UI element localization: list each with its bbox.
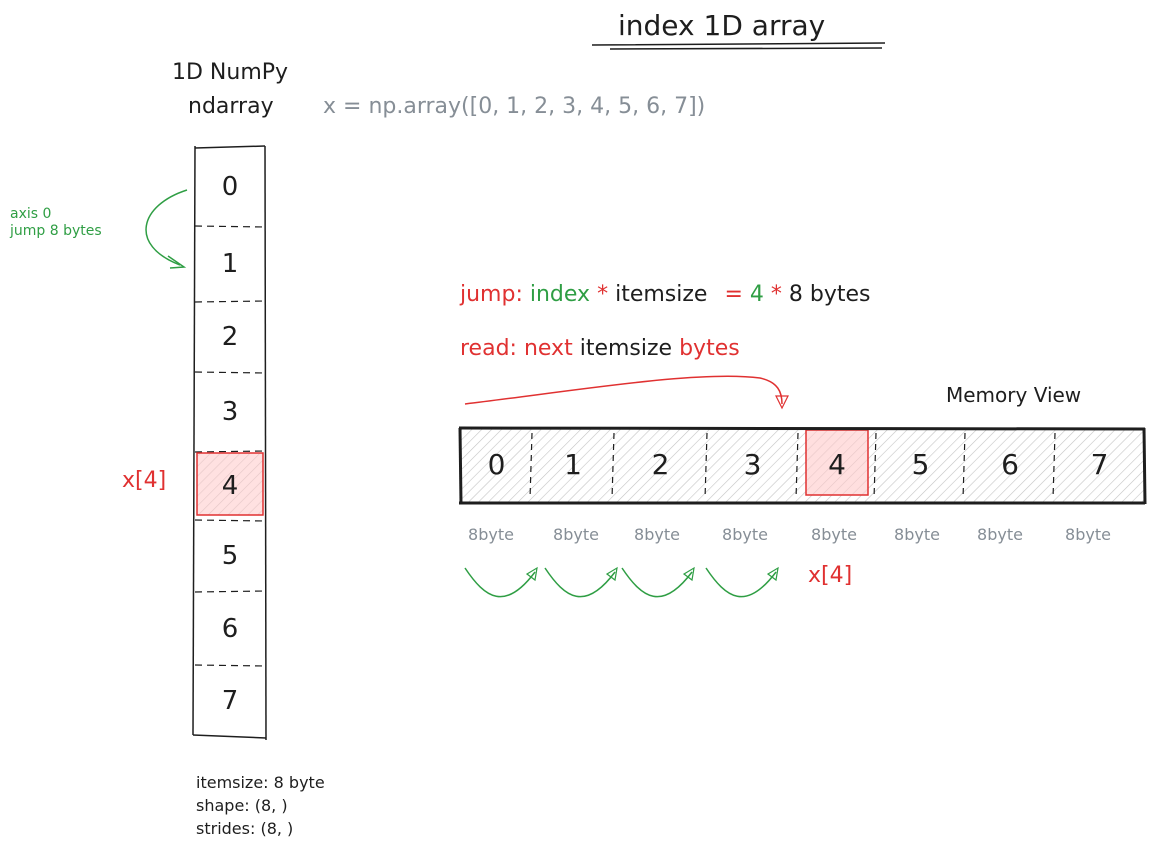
jump-arc-3 [705,566,779,598]
vertical-divider-4 [194,450,266,453]
memory-strip-dividers [529,432,1056,500]
jump-result-label: x[4] [808,563,853,588]
memory-divider-3 [704,432,708,500]
array-cell-2: 2 [221,322,239,352]
jump-formula-prefix: jump: [460,282,523,307]
title-underline [591,42,886,50]
memory-highlight-box [805,429,869,496]
byte-label-3: 8byte [722,525,768,544]
jump-formula-times: * [597,282,609,307]
array-info: itemsize: 8 byte shape: (8, ) strides: (… [196,771,325,841]
array-cell-3: 3 [221,397,239,427]
memory-strip-frame [458,426,1147,505]
memory-divider-1 [529,432,533,500]
jump-formula-times-2: * [770,282,782,307]
vertical-divider-5 [194,519,266,522]
jump-arcs [464,566,779,598]
highlight-label: x[4] [122,468,167,493]
byte-label-5: 8byte [894,525,940,544]
vertical-array-frame [192,145,267,741]
vertical-highlight-box [196,452,264,516]
axis-note-line2: jump 8 bytes [10,222,102,239]
vertical-array-dividers [194,225,266,667]
read-formula-next: next [523,336,573,361]
memory-divider-2 [611,432,615,500]
memory-strip-hatch [461,429,1144,503]
array-cell-1: 1 [221,249,239,279]
byte-label-2: 8byte [634,525,680,544]
jump-formula: jump: index * itemsize = 4 * 8 bytes [460,284,871,306]
read-formula-bytes: bytes [679,336,740,361]
array-cell-5: 5 [221,541,239,571]
jump-arc-1 [544,566,618,598]
memory-cell-5: 5 [911,448,930,481]
read-arrow [464,375,789,410]
memory-cell-4: 4 [828,448,846,481]
memory-divider-6 [962,432,966,500]
array-constructor-code: x = np.array([0, 1, 2, 3, 4, 5, 6, 7]) [323,94,706,119]
array-cell-6: 6 [221,613,239,644]
vertical-divider-1 [194,225,266,228]
vertical-divider-7 [194,664,266,667]
jump-arc-2 [621,566,695,598]
read-formula-prefix: read: [460,336,517,361]
ndarray-label-line2: ndarray [188,94,274,119]
axis-note: axis 0 jump 8 bytes [10,206,102,240]
info-strides: strides: (8, ) [196,819,294,839]
memory-view-label: Memory View [946,383,1082,407]
read-formula-itemsize: itemsize [579,336,673,361]
vertical-divider-6 [194,590,266,593]
memory-cell-1: 1 [564,448,582,481]
jump-formula-value: 4 [749,282,764,307]
byte-label-1: 8byte [553,525,599,544]
axis-note-line1: axis 0 [10,206,52,222]
memory-cell-3: 3 [743,448,762,481]
byte-label-7: 8byte [1065,525,1111,544]
array-cell-0: 0 [221,172,239,202]
jump-formula-itemsize: itemsize [615,282,708,307]
memory-divider-7 [1052,432,1056,500]
byte-label-0: 8byte [468,525,514,544]
jump-arc-0 [464,566,538,598]
info-itemsize: itemsize: 8 byte [196,773,325,792]
page-title: index 1D array [618,9,826,42]
memory-divider-5 [873,432,877,500]
axis-jump-arrow [145,189,188,269]
memory-divider-4 [795,432,799,500]
jump-formula-bytes: 8 bytes [788,282,871,307]
ndarray-label-line1: 1D NumPy [172,60,289,85]
byte-label-4: 8byte [811,525,857,544]
jump-formula-index: index [529,282,591,307]
vertical-divider-3 [194,371,266,374]
memory-cell-6: 6 [1001,448,1019,481]
memory-cell-2: 2 [651,448,670,481]
jump-formula-equals: = [724,282,743,307]
read-formula: read: next itemsize bytes [460,338,740,360]
array-cell-4: 4 [221,471,239,501]
memory-strip-highlight [805,429,869,496]
vertical-array-highlight [196,452,264,516]
memory-cell-7: 7 [1090,448,1109,481]
array-cell-7: 7 [221,685,239,716]
vertical-divider-2 [194,300,266,303]
info-shape: shape: (8, ) [196,796,288,816]
byte-label-6: 8byte [977,525,1023,544]
memory-cell-0: 0 [487,448,506,481]
